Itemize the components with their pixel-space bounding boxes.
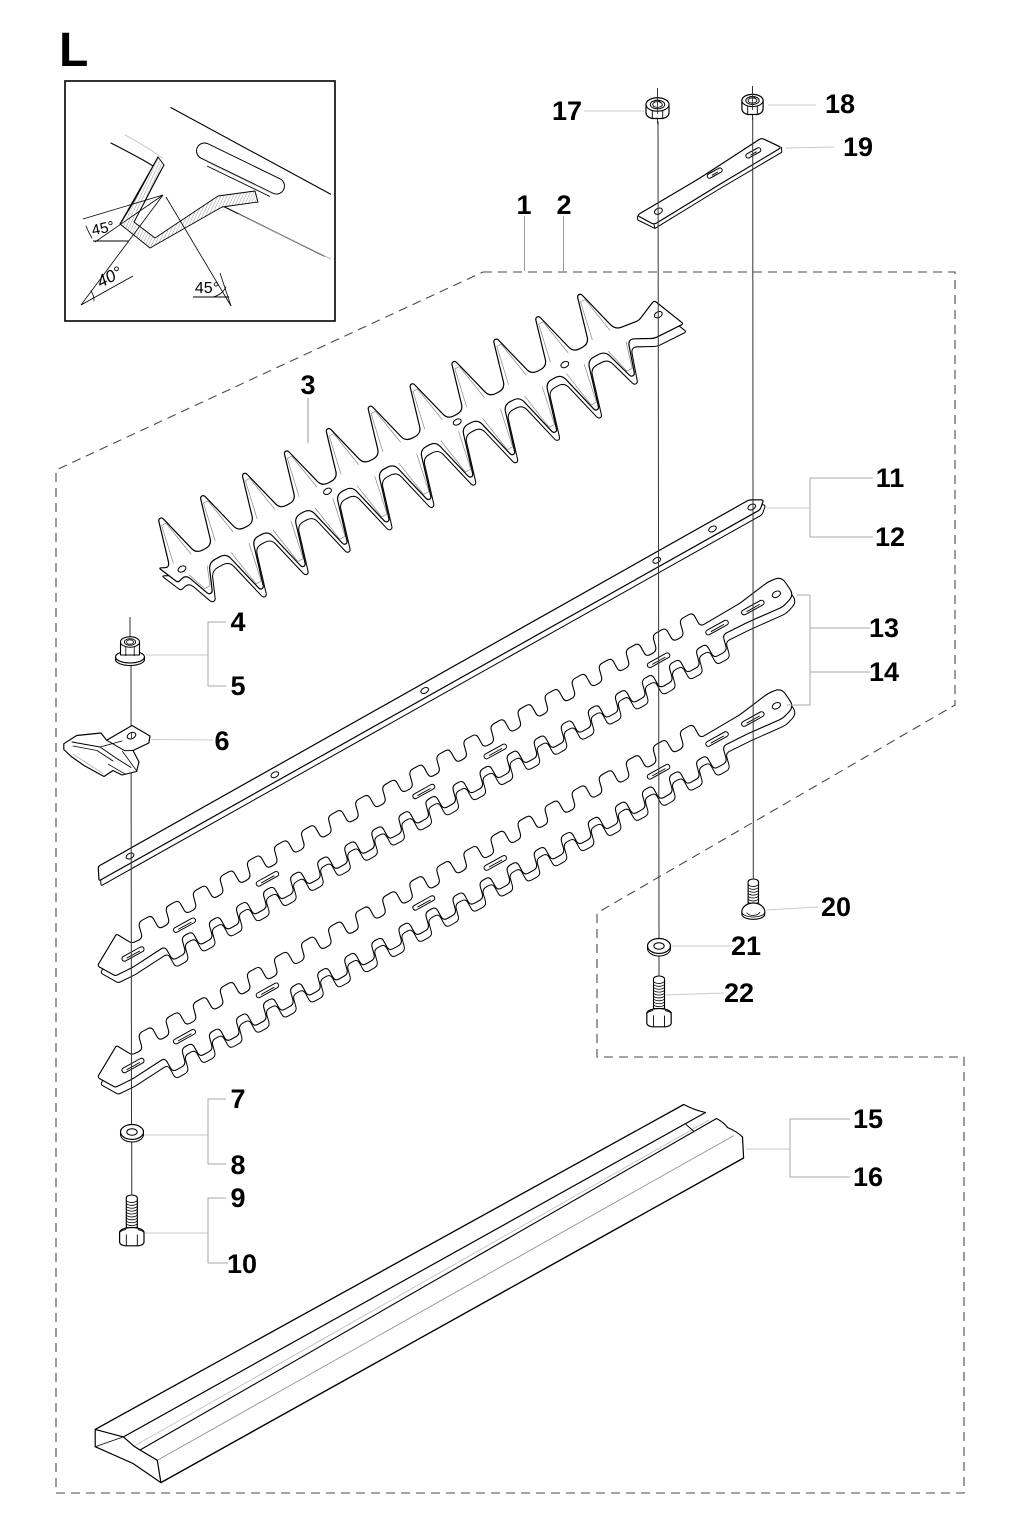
svg-text:7: 7 xyxy=(230,1084,245,1114)
svg-text:19: 19 xyxy=(843,132,873,162)
svg-text:16: 16 xyxy=(853,1162,883,1192)
svg-text:11: 11 xyxy=(876,463,905,493)
svg-text:9: 9 xyxy=(230,1183,245,1213)
svg-text:4: 4 xyxy=(230,607,245,637)
svg-text:8: 8 xyxy=(230,1150,245,1180)
svg-text:10: 10 xyxy=(227,1249,257,1279)
svg-text:2: 2 xyxy=(556,190,571,220)
svg-text:45°: 45° xyxy=(195,280,219,297)
svg-text:15: 15 xyxy=(853,1104,883,1134)
svg-text:20: 20 xyxy=(821,892,851,922)
svg-text:14: 14 xyxy=(869,657,899,687)
svg-text:5: 5 xyxy=(230,671,245,701)
svg-text:17: 17 xyxy=(552,96,582,126)
svg-text:22: 22 xyxy=(724,978,754,1008)
svg-text:L: L xyxy=(59,24,88,77)
svg-text:1: 1 xyxy=(516,190,531,220)
svg-text:13: 13 xyxy=(869,613,899,643)
svg-text:18: 18 xyxy=(825,89,855,119)
svg-text:12: 12 xyxy=(875,522,905,552)
svg-text:21: 21 xyxy=(731,931,761,961)
svg-text:3: 3 xyxy=(300,370,315,400)
svg-text:6: 6 xyxy=(214,726,229,756)
